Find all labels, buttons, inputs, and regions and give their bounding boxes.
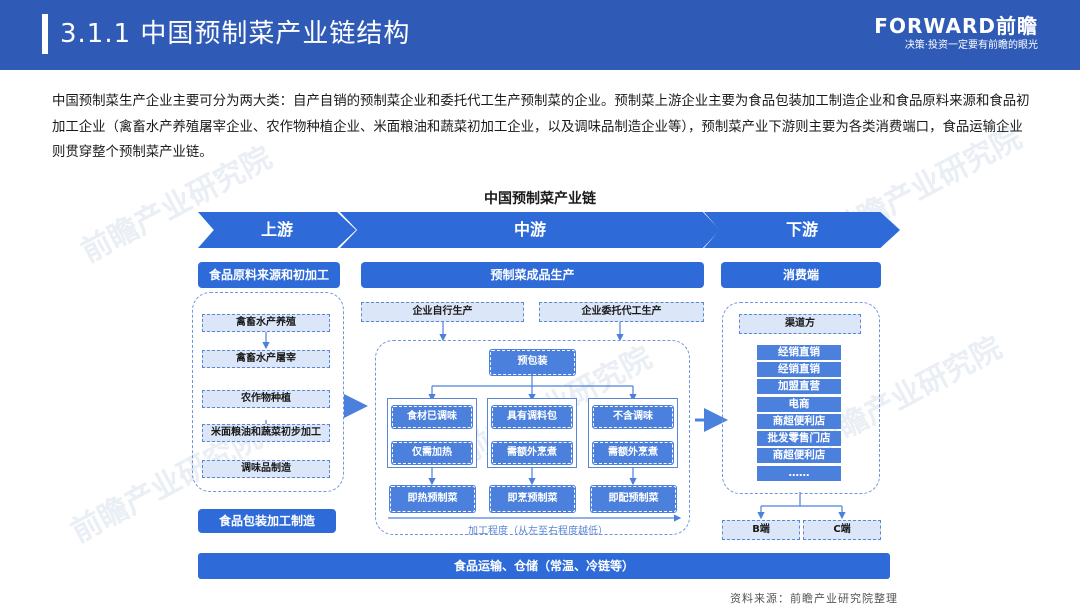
mid-col2-top: 具有调料包 [491, 405, 573, 429]
upstream-container [192, 292, 344, 492]
self-production: 企业自行生产 [361, 302, 524, 322]
mid-col2-bottom: 即烹预制菜 [489, 485, 576, 513]
brand: FORWARD前瞻 决策·投资一定要有前瞻的眼光 [874, 14, 1038, 54]
channel-item: 批发零售门店 [757, 431, 841, 446]
channel-item: 经销直销 [757, 345, 841, 360]
downstream-header: 消费端 [721, 262, 881, 288]
brand-slogan: 决策·投资一定要有前瞻的眼光 [904, 40, 1038, 51]
channel-item: 商超便利店 [757, 414, 841, 429]
stage-downstream: 下游 [704, 212, 900, 248]
source-note: 资料来源：前瞻产业研究院整理 [730, 592, 898, 605]
channel-item: 商超便利店 [757, 448, 841, 463]
mid-col3-bottom: 即配预制菜 [590, 485, 677, 513]
diagram-title: 中国预制菜产业链 [484, 191, 596, 207]
c-end: C端 [803, 520, 881, 540]
channel-item: …… [757, 466, 841, 481]
stage-upstream: 上游 [198, 212, 356, 248]
oem-production: 企业委托代工生产 [539, 302, 704, 322]
upstream-header: 食品原料来源和初加工 [198, 262, 340, 288]
mid-col3-mid: 需额外烹煮 [592, 441, 674, 465]
mid-col1-top: 食材已调味 [391, 405, 473, 429]
prepackaged: 预包装 [489, 349, 576, 376]
channel-party: 渠道方 [739, 314, 861, 334]
midstream-container [375, 340, 690, 535]
page-title: 3.1.1 中国预制菜产业链结构 [60, 19, 411, 49]
upstream-item-grain-processing: 米面粮油和蔬菜初步加工 [202, 424, 330, 442]
header-bar: 3.1.1 中国预制菜产业链结构 FORWARD前瞻 决策·投资一定要有前瞻的眼… [0, 0, 1080, 70]
stage-midstream: 中游 [340, 212, 720, 248]
logistics-bar: 食品运输、仓储（常温、冷链等） [198, 553, 890, 579]
upstream-item-crop-planting: 农作物种植 [202, 390, 330, 408]
channel-item: 加盟直营 [757, 379, 841, 394]
process-degree-label: 加工程度（从左至右程度越低） [468, 526, 608, 537]
channel-item: 经销直销 [757, 362, 841, 377]
midstream-header: 预制菜成品生产 [361, 262, 704, 288]
mid-col2-mid: 需额外烹煮 [491, 441, 573, 465]
upstream-item-seasoning: 调味品制造 [202, 460, 330, 478]
mid-col1-mid: 仅需加热 [391, 441, 473, 465]
downstream-container [722, 302, 880, 494]
b-end: B端 [722, 520, 800, 540]
channel-item: 电商 [757, 397, 841, 412]
upstream-item-livestock-slaughter: 禽畜水产屠宰 [202, 350, 330, 368]
brand-logo: FORWARD前瞻 [874, 14, 1038, 38]
title-accent-bar [42, 14, 48, 54]
mid-col1-bottom: 即热预制菜 [389, 485, 476, 513]
upstream-packaging: 食品包装加工制造 [198, 509, 336, 533]
mid-col3-top: 不含调味 [592, 405, 674, 429]
upstream-item-livestock-breeding: 禽畜水产养殖 [202, 314, 330, 332]
intro-paragraph: 中国预制菜生产企业主要可分为两大类：自产自销的预制菜企业和委托代工生产预制菜的企… [52, 94, 1030, 160]
